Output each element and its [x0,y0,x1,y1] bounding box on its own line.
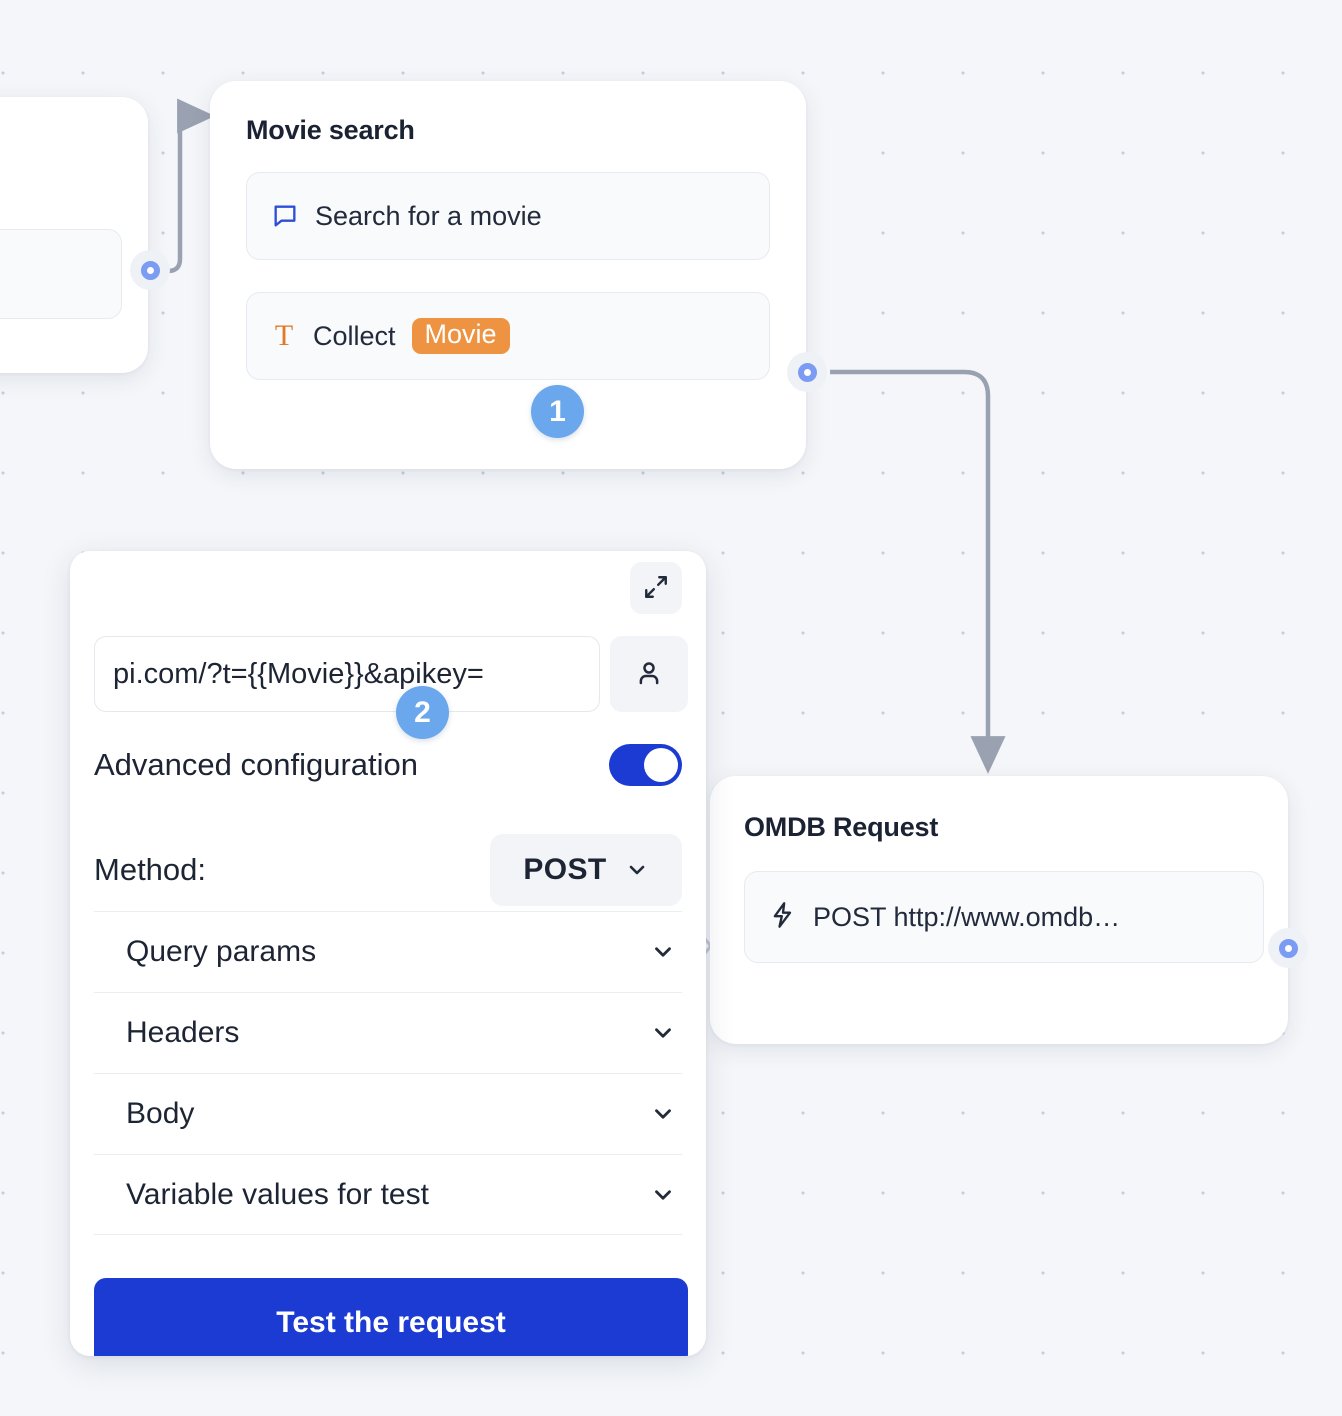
method-label: Method: [94,852,207,887]
upstream-node-partial[interactable] [0,97,148,373]
node-row-label: Collect [313,320,396,351]
chevron-down-icon [650,939,676,965]
chevron-down-icon [650,1182,676,1208]
accordion-item-query-params[interactable]: Query params [94,911,682,992]
node-row-label: Search for a movie [315,200,542,231]
node-row-label: POST http://www.omdb… [813,901,1121,932]
request-url-input[interactable] [94,636,600,712]
upstream-node-row[interactable] [0,229,122,319]
test-the-request-button[interactable]: Test the request [94,1278,688,1356]
accordion-label: Body [126,1097,195,1130]
accordion-label: Headers [126,1016,240,1049]
advanced-configuration-label: Advanced configuration [94,747,419,782]
configuration-accordion: Query params Headers Body [94,911,682,1235]
chevron-down-icon [650,1020,676,1046]
connector-handle-omdb-output[interactable] [1268,928,1308,968]
user-icon [634,658,664,691]
expand-diagonal-icon [643,574,669,603]
chevron-down-icon [625,858,649,882]
accordion-label: Variable values for test [126,1177,429,1211]
node-title-movie-search: Movie search [246,115,415,145]
advanced-configuration-toggle[interactable] [609,744,682,786]
request-configuration-panel[interactable]: Advanced configuration Method: POST Quer… [70,551,706,1356]
node-row-post-request[interactable]: POST http://www.omdb… [744,871,1264,963]
method-row: Method: POST [94,834,682,906]
chevron-down-icon [650,1101,676,1127]
lightning-icon [769,901,797,934]
method-value: POST [523,853,607,886]
step-badge-2: 2 [396,686,449,739]
message-icon [271,202,299,230]
connector-handle-movie-search-output[interactable] [787,352,827,392]
expand-panel-button[interactable] [630,562,682,614]
node-omdb-request[interactable]: OMDB Request POST http://www.omdb… [710,776,1288,1044]
step-badge-1: 1 [531,385,584,438]
text-type-icon: T [274,319,294,352]
accordion-label: Query params [126,935,317,968]
variable-chip-movie[interactable]: Movie [411,318,510,354]
auth-user-button[interactable] [610,636,688,712]
url-row [94,636,688,712]
node-movie-search[interactable]: Movie search Search for a movie T Collec… [210,81,806,469]
node-title-omdb-request: OMDB Request [744,812,939,842]
accordion-item-headers[interactable]: Headers [94,992,682,1073]
accordion-item-body[interactable]: Body [94,1073,682,1154]
node-row-search-for-a-movie[interactable]: Search for a movie [246,172,770,260]
advanced-configuration-row: Advanced configuration [94,744,682,786]
accordion-item-variable-values-for-test[interactable]: Variable values for test [94,1154,682,1235]
method-select[interactable]: POST [490,834,682,906]
toggle-knob [644,748,678,782]
node-row-collect-movie[interactable]: T Collect Movie [246,292,770,380]
connector-handle-upstream-output[interactable] [130,250,170,290]
